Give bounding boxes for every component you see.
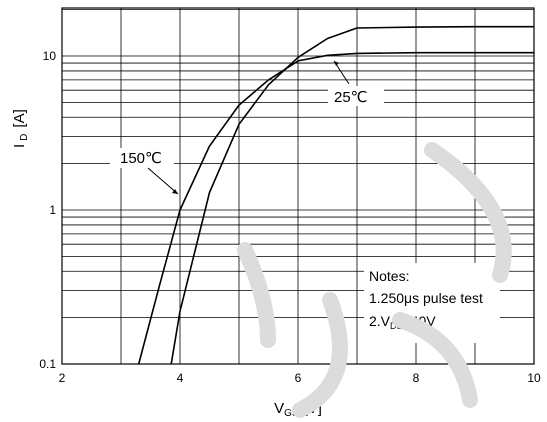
- label-25c-background: [328, 86, 384, 106]
- arrow-150c: [172, 189, 178, 194]
- x-tick-label-4: 4: [177, 371, 184, 385]
- grid-lines: [62, 8, 534, 364]
- y-axis-label-sub: D: [19, 134, 30, 141]
- x-tick-label-2: 2: [59, 371, 66, 385]
- y-tick-label-10: 10: [43, 49, 57, 63]
- series-curves: [137, 25, 534, 365]
- notes-line-1: 1.250μs pulse test: [369, 290, 483, 306]
- y-tick-label-0.1: 0.1: [39, 357, 56, 371]
- x-tick-label-8: 8: [413, 371, 420, 385]
- label-25c: 25℃: [334, 89, 368, 106]
- notes-title: Notes:: [369, 268, 409, 284]
- label-150c: 150℃: [120, 150, 162, 167]
- plot-frame: [61, 7, 535, 365]
- series-line-1: [170, 25, 534, 365]
- y-axis-label-main: I: [11, 144, 28, 148]
- notes-line-2-prefix: 2.V: [369, 313, 391, 329]
- label-150c-background: [110, 148, 174, 168]
- x-axis-label-main: V: [274, 400, 284, 417]
- x-tick-label-10: 10: [527, 371, 541, 385]
- watermark: [237, 142, 512, 418]
- x-axis-label-sub: GS: [284, 408, 299, 419]
- y-axis-label: ID [A]: [11, 109, 30, 148]
- x-tick-label-6: 6: [295, 371, 302, 385]
- leader-150c: [147, 167, 179, 195]
- y-tick-label-1: 1: [49, 203, 56, 217]
- arrow-25c: [334, 61, 339, 66]
- y-axis-label-unit: [A]: [11, 109, 28, 127]
